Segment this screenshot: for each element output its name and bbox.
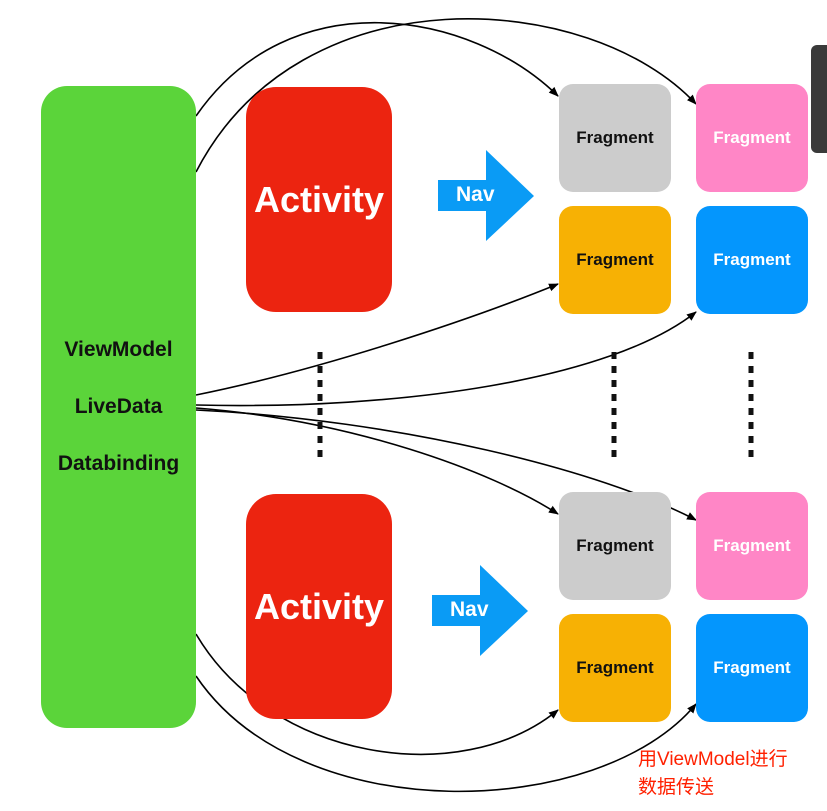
fragment-label: Fragment: [576, 128, 654, 147]
edge-bottom-to-blue2: [195, 675, 697, 793]
edge-mid-to-orange: [195, 283, 559, 396]
annotation-note: 用ViewModel进行 数据传送: [638, 746, 823, 802]
nav-bottom-label: Nav: [450, 598, 489, 621]
nav-arrow-top: [438, 150, 534, 241]
fragment-label: Fragment: [576, 250, 654, 269]
edge-top-to-gray: [195, 21, 559, 117]
annotation-line-1: 用ViewModel进行: [638, 749, 788, 770]
fragment-top-orange: Fragment: [559, 206, 671, 314]
fragment-bottom-gray: Fragment: [559, 492, 671, 600]
fragment-label: Fragment: [713, 128, 791, 147]
activity-top-label: Activity: [253, 178, 385, 220]
fragment-bottom-blue: Fragment: [696, 614, 808, 722]
fragment-bottom-pink: Fragment: [696, 492, 808, 600]
viewmodel-label: ViewModel: [64, 338, 173, 361]
viewmodel-panel: ViewModel LiveData Databinding: [41, 86, 196, 728]
nav-arrow-bottom: [432, 565, 528, 656]
annotation-line-2: 数据传送: [638, 777, 715, 798]
edge-mid-to-blue: [195, 311, 697, 407]
fragment-top-pink: Fragment: [696, 84, 808, 192]
activity-top: Activity: [246, 87, 392, 312]
fragment-label: Fragment: [576, 536, 654, 555]
edge-bottom-to-orange2: [195, 633, 559, 756]
activity-bottom-label: Activity: [253, 585, 385, 627]
fragment-label: Fragment: [713, 536, 791, 555]
fragment-top-gray: Fragment: [559, 84, 671, 192]
activity-bottom: Activity: [246, 494, 392, 719]
fragment-top-blue: Fragment: [696, 206, 808, 314]
nav-top-label: Nav: [456, 183, 495, 206]
fragment-label: Fragment: [713, 658, 791, 677]
side-scroll-tab[interactable]: [811, 45, 827, 153]
databinding-label: Databinding: [57, 452, 180, 475]
fragment-bottom-orange: Fragment: [559, 614, 671, 722]
fragment-label: Fragment: [576, 658, 654, 677]
livedata-label: LiveData: [74, 395, 163, 418]
fragment-label: Fragment: [713, 250, 791, 269]
